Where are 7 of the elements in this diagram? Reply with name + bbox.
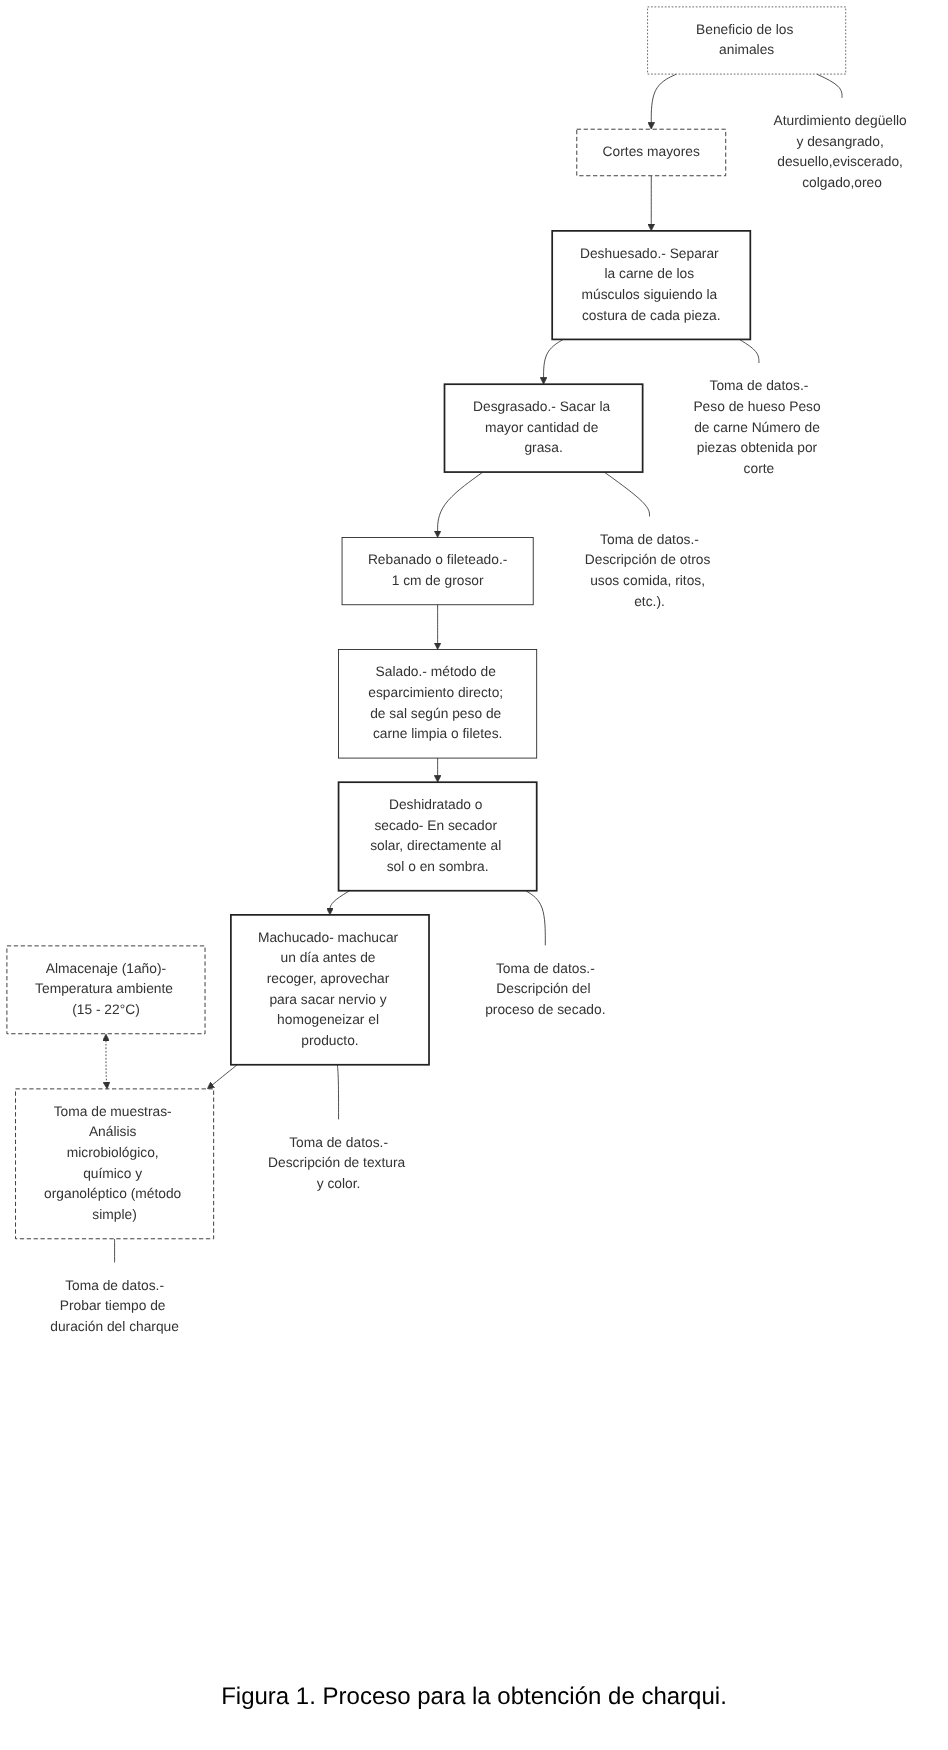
connector [816,73,843,99]
connector [114,1238,115,1264]
connector [738,339,760,364]
connector [603,471,650,518]
figure-caption: Figura 1. Proceso para la obtención de charqui. [219,1682,729,1710]
connector [525,890,546,947]
connector [336,1064,339,1121]
